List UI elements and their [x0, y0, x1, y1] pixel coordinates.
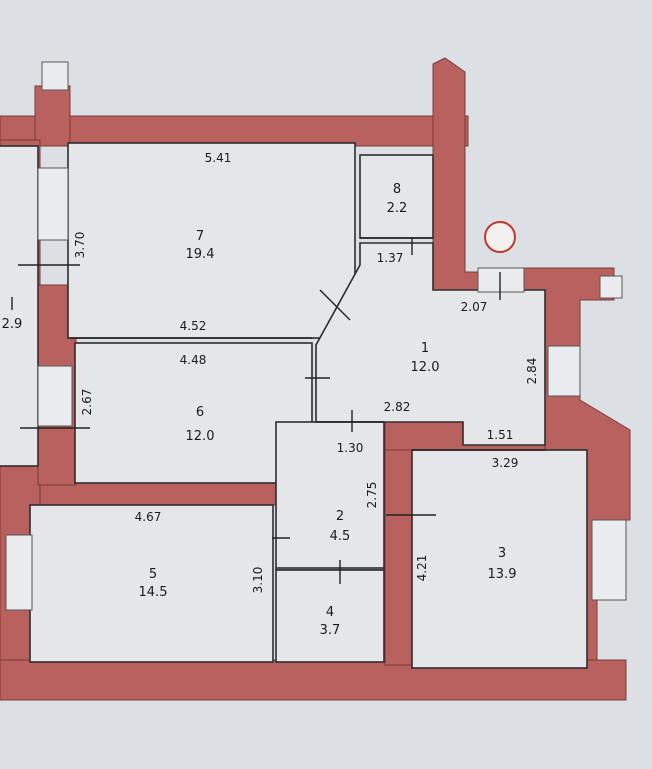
dimension-label: 5.41 [205, 151, 232, 165]
room-number: 3 [498, 546, 506, 561]
door-mark [319, 289, 351, 321]
dimension-label: 3.29 [492, 456, 519, 470]
room-area: 4.5 [330, 529, 351, 544]
window [547, 345, 581, 397]
room-number: 8 [393, 182, 401, 197]
dimension-label: 4.52 [180, 319, 207, 333]
room-area: 12.0 [411, 360, 440, 375]
windows [5, 61, 627, 611]
room-number: 4 [326, 605, 334, 620]
survey-marker-icon [484, 221, 516, 253]
dimension-label: 3.10 [251, 567, 265, 594]
dimension-labels: 5.41 3.70 1.37 2.07 4.52 4.48 2.67 2.84 … [73, 151, 539, 593]
room-5 [29, 504, 274, 663]
room-number: 7 [196, 229, 204, 244]
room-area: 3.7 [320, 623, 341, 638]
window [591, 519, 627, 601]
dimension-label: 1.51 [487, 428, 514, 442]
room-number: 5 [149, 567, 157, 582]
room-1 [315, 242, 546, 446]
room-left-partial [0, 145, 39, 467]
window [41, 61, 69, 91]
dimension-label: 2.67 [80, 389, 94, 416]
room-area: 13.9 [488, 567, 517, 582]
room-area: 14.5 [139, 585, 168, 600]
dimension-label: 4.21 [415, 555, 429, 582]
dimension-label: 2.75 [365, 482, 379, 509]
dimension-label: 1.30 [337, 441, 364, 455]
rooms [0, 142, 588, 669]
room-6 [74, 342, 313, 484]
wall-top [0, 115, 469, 147]
dimension-label: 4.67 [135, 510, 162, 524]
window [599, 275, 623, 299]
room-3 [411, 449, 588, 669]
survey-marker [484, 221, 516, 253]
dimension-label: 3.70 [73, 232, 87, 259]
dimension-label: 4.48 [180, 353, 207, 367]
room-number: 6 [196, 405, 204, 420]
room-labels: 7 19.4 8 2.2 1 12.0 6 12.0 2 4.5 5 14.5 … [2, 182, 517, 638]
window [477, 267, 525, 293]
dimension-label: 1.37 [377, 251, 404, 265]
room-4 [275, 569, 385, 663]
room-area: 19.4 [186, 247, 215, 262]
wall-right-upper [432, 57, 541, 293]
wall-top-left-pier [34, 85, 71, 147]
room-7 [67, 142, 356, 339]
room-area: 12.0 [186, 429, 215, 444]
room-area: 2.2 [387, 201, 408, 216]
room-number: 2 [336, 509, 344, 524]
dimension-label: 2.07 [461, 300, 488, 314]
window [5, 534, 33, 611]
window [37, 365, 73, 427]
window [37, 167, 69, 241]
room-area: 2.9 [2, 317, 23, 332]
room-number: 1 [421, 341, 429, 356]
dimension-label: 2.84 [525, 358, 539, 385]
dimension-label: 2.82 [384, 400, 411, 414]
door-marks [18, 237, 545, 584]
